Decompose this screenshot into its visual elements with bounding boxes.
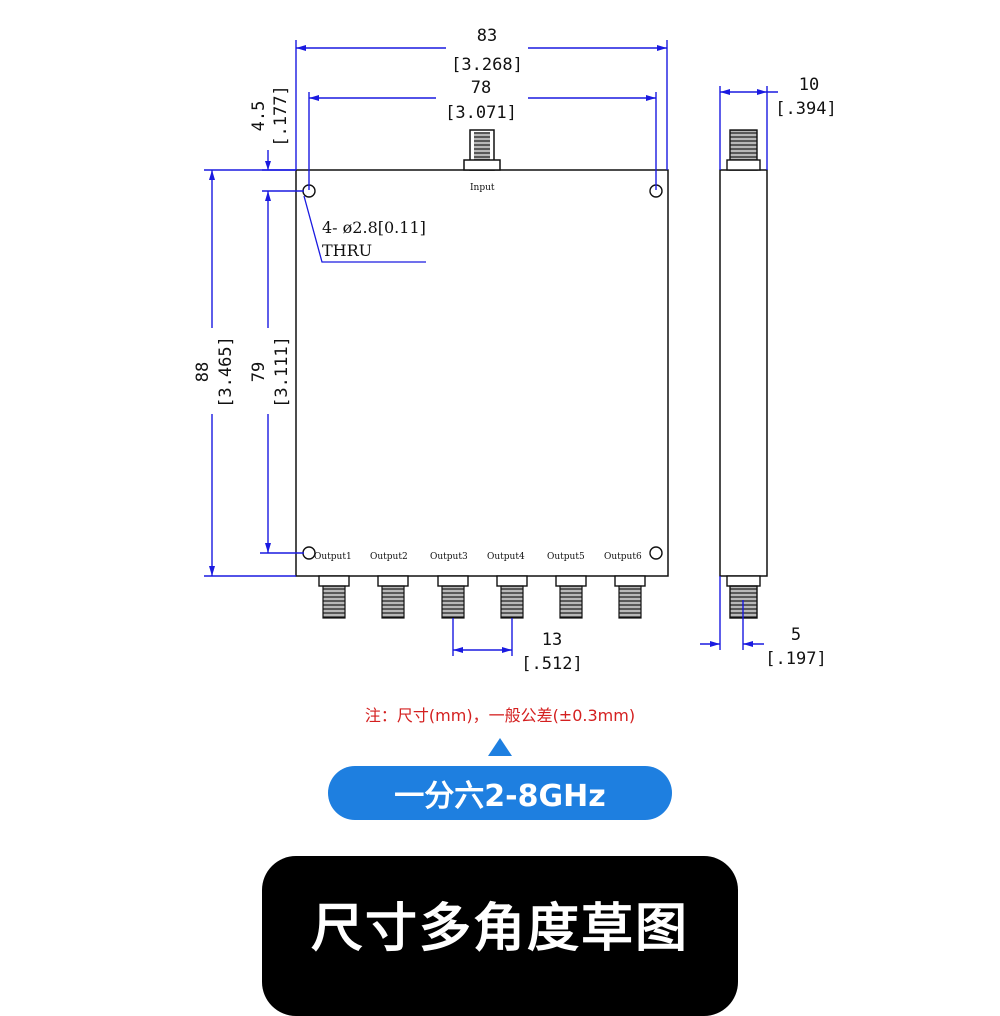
dimension-text: [.394] (775, 99, 836, 119)
output-connector (614, 575, 646, 619)
front-view-body (295, 169, 669, 577)
dimension-text: [3.268] (451, 55, 523, 75)
output-connector (496, 575, 528, 619)
dimension-text: 83 (477, 26, 497, 46)
mounting-hole-bottom-right (649, 546, 663, 560)
dimension-connector-offset (700, 576, 764, 650)
product-badge: 一分六2-8GHz (328, 766, 672, 820)
dimension-text: 5 (791, 625, 801, 645)
hole-callout-text: 4- ø2.8[0.11] (322, 218, 426, 237)
dimension-text: 13 (542, 630, 562, 650)
dimension-text: [.512] (521, 654, 582, 674)
dimension-hole-spacing-width (308, 92, 657, 190)
dimension-text: [3.111] (272, 336, 292, 408)
output-connector (437, 575, 469, 619)
dimension-connector-pitch (452, 618, 513, 656)
dimension-hole-spacing-height (260, 191, 304, 554)
hole-callout-leader (303, 195, 426, 263)
output-port-label: Output5 (547, 552, 585, 562)
dimension-overall-height (204, 169, 296, 577)
output-port-label: Output1 (314, 552, 352, 562)
dimension-text: 88 (193, 362, 213, 382)
side-view-input-connector (726, 129, 761, 171)
output-connector (377, 575, 409, 619)
side-view-body (719, 169, 768, 577)
output-port-label: Output6 (604, 552, 642, 562)
dimension-text: 79 (249, 362, 269, 382)
dimension-text: [.177] (271, 85, 291, 146)
banner-title: 尺寸多角度草图 (262, 856, 738, 1016)
dimension-text: [3.465] (216, 336, 236, 408)
output-connector (318, 575, 350, 619)
output-port-label: Output3 (430, 552, 468, 562)
output-connector (555, 575, 587, 619)
hole-callout-text: THRU (322, 241, 372, 260)
output-port-label: Output4 (487, 552, 525, 562)
dimension-text: 78 (471, 78, 491, 98)
output-port-label: Output2 (370, 552, 408, 562)
dimension-text: [3.071] (445, 103, 517, 123)
dimension-thickness (719, 86, 778, 170)
tolerance-note: 注：尺寸(mm)，一般公差(±0.3mm) (364, 706, 636, 725)
input-port-label: Input (470, 183, 495, 193)
dimension-overall-width (295, 40, 668, 170)
dimension-text: 10 (799, 75, 819, 95)
dimension-text: 4.5 (249, 101, 269, 132)
input-connector (463, 129, 501, 171)
up-arrow-icon (488, 738, 512, 756)
dimension-text: [.197] (765, 649, 826, 669)
